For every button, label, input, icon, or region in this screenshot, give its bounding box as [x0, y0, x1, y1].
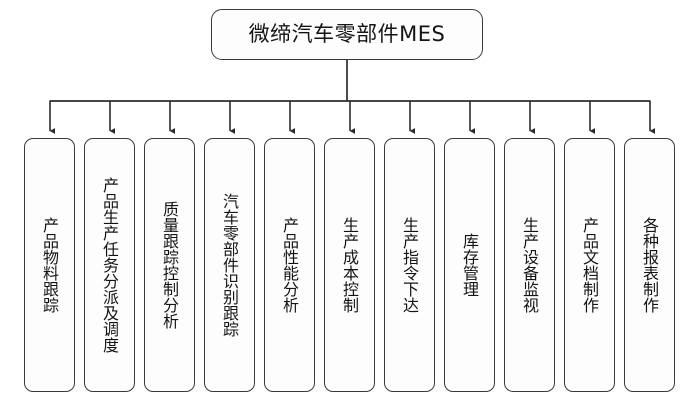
- child-node-4-label: 汽车零部件识别跟踪: [220, 193, 239, 337]
- child-node-8-label: 库存管理: [460, 233, 479, 297]
- child-node-10[interactable]: 产品文档制作: [564, 138, 615, 392]
- child-node-7[interactable]: 生产指令下达: [384, 138, 435, 392]
- child-node-2-label: 产品生产任务分派及调度: [100, 177, 119, 353]
- child-node-11[interactable]: 各种报表制作: [624, 138, 675, 392]
- root-node-label: 微缔汽车零部件MES: [248, 22, 446, 46]
- child-node-8[interactable]: 库存管理: [444, 138, 495, 392]
- child-node-10-label: 产品文档制作: [580, 217, 599, 313]
- child-node-6[interactable]: 生产成本控制: [324, 138, 375, 392]
- child-node-4[interactable]: 汽车零部件识别跟踪: [204, 138, 255, 392]
- child-node-9-label: 生产设备监视: [520, 217, 539, 313]
- child-node-1[interactable]: 产品物料跟踪: [24, 138, 75, 392]
- child-node-5[interactable]: 产品性能分析: [264, 138, 315, 392]
- child-node-1-label: 产品物料跟踪: [40, 217, 59, 313]
- child-node-2[interactable]: 产品生产任务分派及调度: [84, 138, 135, 392]
- child-node-3-label: 质量跟踪控制分析: [160, 201, 179, 329]
- child-node-5-label: 产品性能分析: [280, 217, 299, 313]
- child-node-7-label: 生产指令下达: [400, 217, 419, 313]
- child-node-9[interactable]: 生产设备监视: [504, 138, 555, 392]
- child-node-11-label: 各种报表制作: [640, 217, 659, 313]
- child-node-3[interactable]: 质量跟踪控制分析: [144, 138, 195, 392]
- root-node[interactable]: 微缔汽车零部件MES: [211, 9, 483, 60]
- child-node-6-label: 生产成本控制: [340, 217, 359, 313]
